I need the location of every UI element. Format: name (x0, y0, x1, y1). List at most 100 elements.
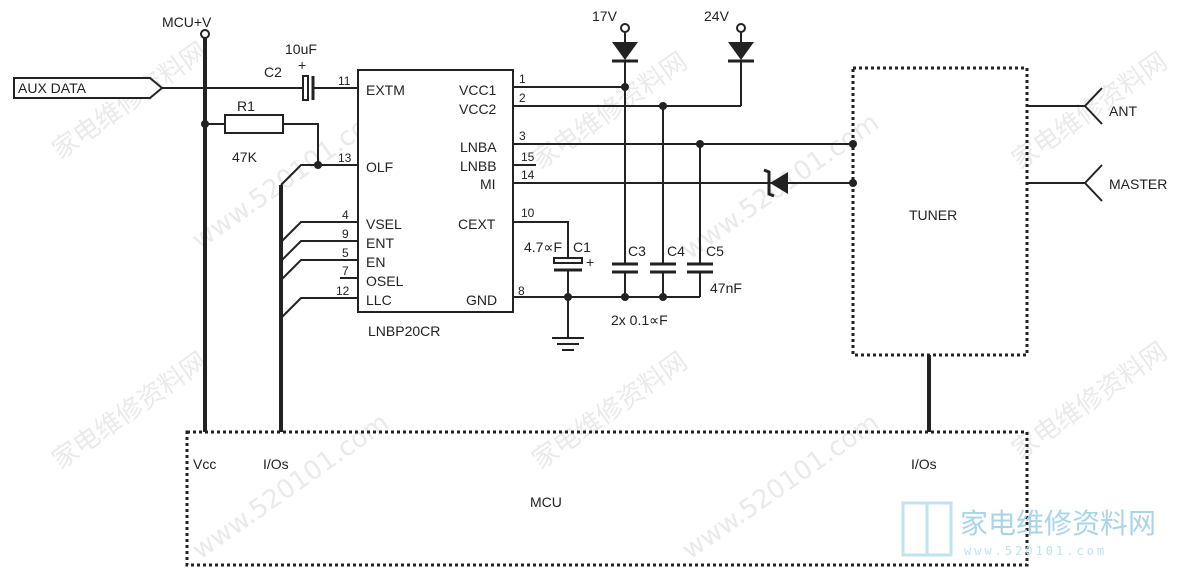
v17-label: 17V (592, 8, 618, 24)
pin-label: LNBA (460, 139, 497, 155)
aux-data-input: AUX DATA (13, 77, 303, 99)
r1-name: R1 (237, 98, 255, 114)
junction-dot (849, 179, 857, 187)
c2-name: C2 (264, 64, 282, 80)
pin-label: EN (366, 254, 385, 270)
bus-entry-llc (280, 297, 358, 319)
ic-body (357, 69, 514, 313)
c2-plus: + (298, 57, 306, 73)
logo-chinese-text: 家电维修资料网 (960, 507, 1156, 540)
pin-number: 1 (519, 72, 526, 86)
mcu-label: MCU (530, 494, 562, 510)
resistor-r1: R1 47K (201, 98, 358, 169)
zener-bar (763, 168, 775, 198)
bus-entry-olf (280, 164, 318, 186)
c1-plate-positive (553, 257, 583, 264)
r1-to-olf-wire (283, 123, 358, 166)
pin-label: EXTM (366, 82, 405, 98)
pin-number: 10 (521, 206, 535, 220)
control-bus (279, 164, 358, 432)
tuner-label: TUNER (909, 207, 957, 223)
pin-number: 8 (518, 284, 525, 298)
watermark-text: 家电维修资料网 (47, 37, 213, 166)
pin-label: ENT (366, 235, 394, 251)
pin-label: LLC (366, 292, 392, 308)
pin-number: 14 (521, 168, 535, 182)
junction-dot (621, 83, 629, 91)
r1-body (224, 114, 284, 134)
mcu-block: Vcc I/Os I/Os MCU (185, 430, 1029, 567)
junction-dot (564, 293, 572, 301)
pin-label: CEXT (458, 216, 496, 232)
c2-value: 10uF (285, 41, 317, 57)
pin-number: 2 (519, 91, 526, 105)
logo-url-text: www.520101.com (964, 544, 1107, 558)
watermark-text: 家电维修资料网 (527, 47, 693, 176)
pin-number: 12 (336, 284, 350, 298)
c2-plate-positive (302, 75, 309, 101)
mcu-ios-left-label: I/Os (263, 456, 289, 472)
r1-value: 47K (232, 149, 258, 165)
pin-label: VSEL (366, 216, 402, 232)
ic-name: LNBP20CR (368, 323, 440, 339)
ant-label: ANT (1109, 103, 1137, 119)
c1-plus: + (586, 254, 594, 270)
site-logo: 家电维修资料网 www.520101.com (901, 501, 1156, 558)
master-label: MASTER (1109, 176, 1167, 192)
pin-number: 9 (342, 227, 349, 241)
ant-connector-icon (1083, 87, 1103, 125)
pin-label: VCC2 (459, 101, 497, 117)
master-connector-icon (1083, 164, 1103, 202)
pin-number: 5 (342, 246, 349, 260)
mcu-box (185, 430, 1029, 567)
pin-number: 15 (521, 150, 535, 164)
diode-17v-triangle (612, 42, 638, 60)
pin-label: LNBB (460, 158, 497, 174)
pin-label: GND (466, 292, 497, 308)
diode-24v-triangle (728, 42, 754, 60)
c4-name: C4 (667, 243, 685, 259)
junction-dot (621, 293, 629, 301)
bus-entry-vsel (280, 221, 358, 243)
c3-c4-value: 2x 0.1∝F (611, 312, 668, 328)
pin-label: VCC1 (459, 82, 497, 98)
mcu-supply-label: MCU+V (162, 14, 212, 30)
c5-name: C5 (706, 243, 724, 259)
cext-wire (513, 221, 569, 258)
pin-number: 3 (519, 129, 526, 143)
pin-number: 4 (342, 208, 349, 222)
capacitors-c3-c4-c5: C3 C4 C5 47nF 2x 0.1∝F (611, 102, 742, 328)
pin-label: MI (480, 176, 496, 192)
bus-entry-ent (280, 240, 358, 262)
mcu-ios-right-label: I/Os (911, 456, 937, 472)
pin-label: OLF (366, 159, 393, 175)
c5-value: 47nF (710, 280, 742, 296)
aux-data-label: AUX DATA (18, 80, 87, 96)
mcu-supply: MCU+V (162, 14, 212, 432)
capacitor-c2: C2 10uF + (264, 41, 358, 101)
watermark-text: 家电维修资料网 (527, 347, 693, 476)
supply-17v: 17V (592, 8, 638, 264)
tuner-box (851, 66, 1029, 357)
junction-dot (696, 140, 704, 148)
zener-diode-icon (770, 172, 788, 194)
supply-24v: 24V (704, 8, 754, 106)
v24-label: 24V (704, 8, 730, 24)
mcu-vcc-label: Vcc (193, 456, 216, 472)
junction-dot (659, 293, 667, 301)
pin-number: 7 (342, 264, 349, 278)
c1-value: 4.7∝F (524, 239, 562, 255)
supply-terminal (200, 29, 210, 39)
ic-lnbp20cr: LNBP20CR 11 EXTM 1 3 OLF 4 VSEL 9 ENT 5 E… (336, 69, 853, 339)
junction-dot (659, 102, 667, 110)
c3-name: C3 (628, 243, 646, 259)
bus-entry-en (280, 259, 358, 281)
junction-dot (849, 140, 857, 148)
pin-number: 11 (338, 74, 351, 88)
tuner-block: TUNER ANT MASTER (849, 66, 1167, 432)
aux-data-connector (13, 77, 164, 99)
c1-name: C1 (573, 239, 591, 255)
supply-terminal (736, 23, 746, 33)
watermark-text: 家电维修资料网 (1007, 337, 1173, 466)
